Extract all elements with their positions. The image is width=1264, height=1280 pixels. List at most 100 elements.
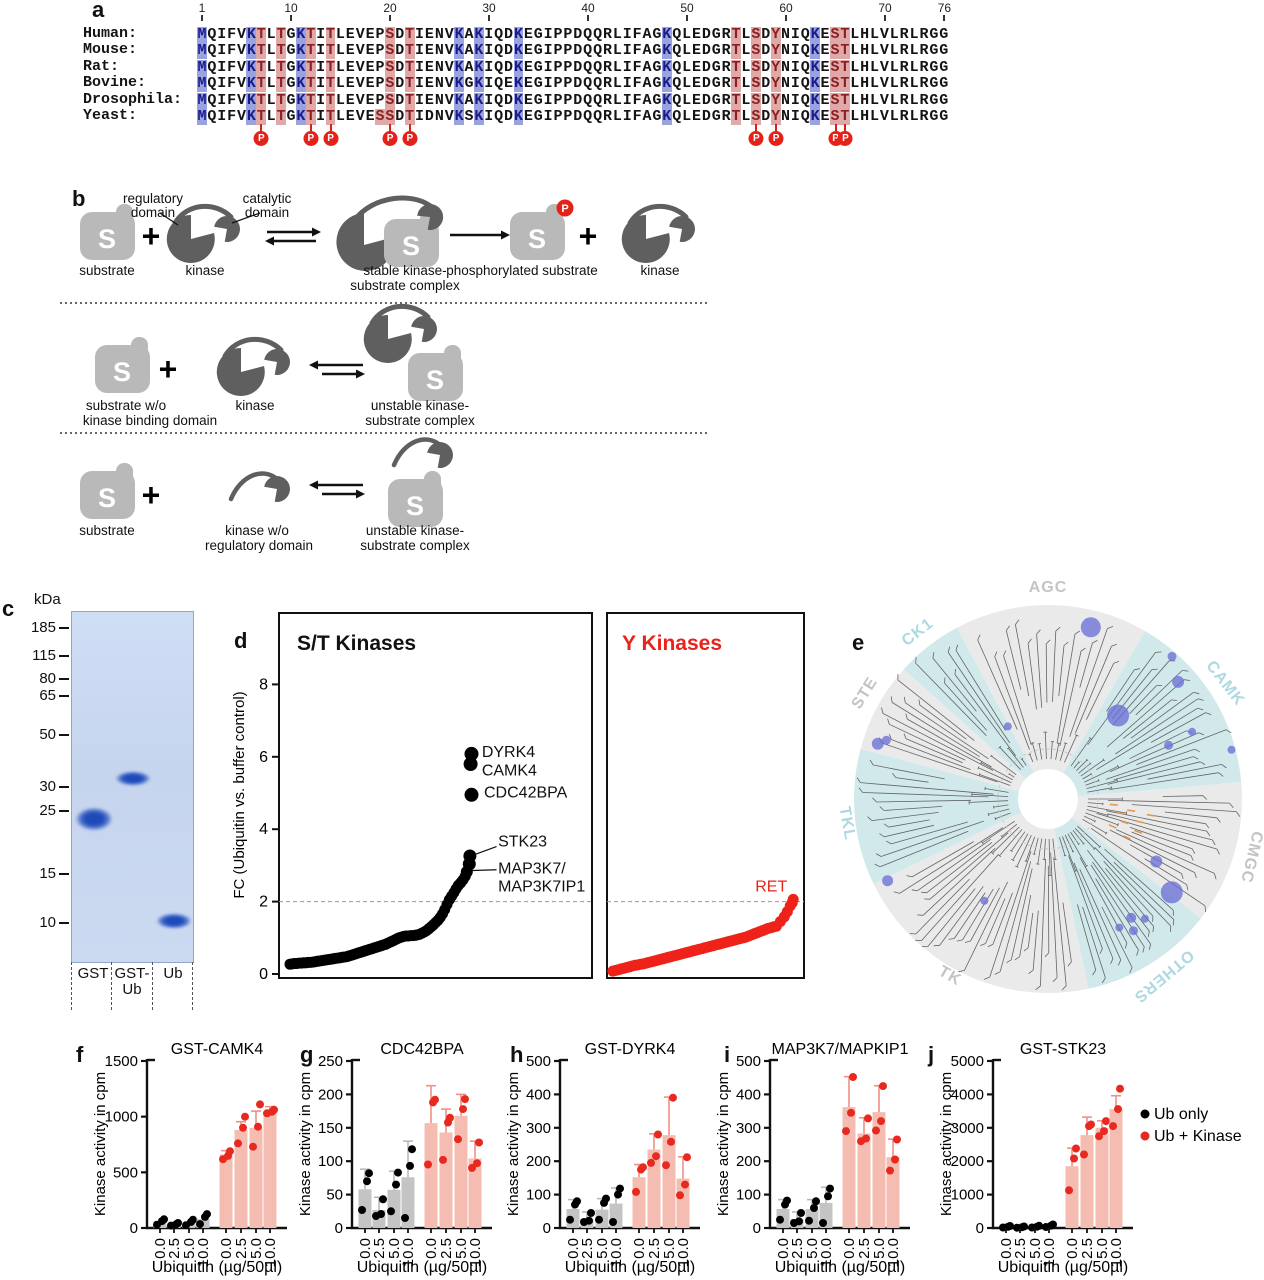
kinome-hit-dot	[1164, 740, 1174, 750]
kinase	[217, 339, 290, 396]
species-label: Drosophila:	[83, 90, 183, 108]
gel-band	[75, 807, 113, 831]
svg-text:100: 100	[736, 1187, 761, 1204]
kinome-hit-dot	[1129, 926, 1138, 936]
data-dot	[886, 1166, 894, 1175]
schematic-label: unstable kinase-	[370, 398, 470, 413]
svg-text:Ubiquitin (µg/50µl): Ubiquitin (µg/50µl)	[998, 1259, 1129, 1276]
bar	[1109, 1109, 1123, 1228]
data-dot	[864, 1114, 872, 1123]
ruler-tick	[488, 15, 491, 21]
svg-text:5.0: 5.0	[661, 1238, 678, 1259]
ladder-weight: 25	[39, 802, 56, 819]
schematic-label: regulatory	[122, 191, 184, 206]
svg-text:2.5: 2.5	[856, 1238, 873, 1259]
sequence-row: MQIFVKTLTGKTITLEVEPSDTIENVKAKIQDKEGIPPDQ…	[197, 26, 949, 43]
data-dot	[401, 1214, 409, 1222]
plus-sign: +	[142, 218, 161, 254]
svg-text:Ubiquitin (µg/50µl): Ubiquitin (µg/50µl)	[775, 1259, 906, 1276]
lane-separator	[152, 962, 153, 1010]
orange-tick	[1135, 820, 1144, 824]
data-dot	[1114, 1105, 1122, 1114]
ladder-weight: 15	[39, 865, 56, 882]
phospho-badge: P	[402, 131, 418, 146]
svg-text:0: 0	[543, 1220, 551, 1237]
svg-text:6: 6	[259, 749, 268, 766]
forward-arrow	[450, 230, 510, 240]
bar	[1095, 1127, 1109, 1228]
bar	[647, 1149, 661, 1228]
lane-separator	[192, 962, 193, 1010]
scatter-series-y_kinases	[607, 893, 799, 977]
svg-text:S/T Kinases: S/T Kinases	[297, 632, 416, 655]
data-dot	[363, 1177, 371, 1186]
data-dot	[1070, 1154, 1078, 1163]
svg-text:5.0: 5.0	[248, 1238, 265, 1259]
panel-letter-a: a	[92, 0, 105, 22]
schematic-label: substrate complex	[360, 538, 470, 553]
bar	[872, 1112, 886, 1228]
equilibrium-arrow	[265, 227, 321, 246]
kinome-hit-dot	[1167, 651, 1177, 661]
svg-text:0: 0	[335, 1220, 343, 1237]
data-dot	[1035, 1221, 1043, 1230]
svg-text:1500: 1500	[105, 1053, 138, 1070]
bar	[424, 1123, 438, 1228]
data-dot	[1100, 1127, 1108, 1136]
data-dot	[826, 1184, 834, 1193]
data-dot	[1095, 1132, 1103, 1141]
svg-text:10.0: 10.0	[675, 1238, 692, 1267]
ladder-weight: 10	[39, 914, 56, 931]
kinome-branches	[856, 619, 1241, 991]
svg-text:5.0: 5.0	[594, 1238, 611, 1259]
lane-separator	[111, 962, 112, 1010]
svg-text:MAP3K7/: MAP3K7/	[498, 860, 566, 877]
kinome-hit-dot	[1172, 675, 1185, 688]
orange-tick	[1146, 813, 1155, 817]
data-dot	[160, 1215, 168, 1224]
svg-text:8: 8	[259, 676, 268, 693]
svg-text:0.0: 0.0	[218, 1238, 235, 1259]
ruler-number: 40	[581, 1, 595, 15]
orange-tick	[1108, 824, 1117, 829]
data-dot	[587, 1209, 595, 1217]
ruler-number: 30	[482, 1, 496, 15]
data-dot	[174, 1219, 182, 1227]
data-dot	[365, 1169, 373, 1178]
data-dot	[358, 1206, 366, 1214]
ruler-tick	[686, 15, 689, 21]
schematic-label: domain	[244, 205, 290, 220]
data-dot	[454, 1135, 462, 1144]
ladder-tick	[59, 786, 69, 789]
svg-text:1000: 1000	[105, 1109, 138, 1126]
phospho-badge: P	[323, 131, 339, 146]
unstable-complex	[364, 306, 463, 401]
schematic-label: stable kinase-	[363, 263, 447, 278]
panel-letter-d: d	[234, 628, 248, 653]
data-dot	[203, 1210, 211, 1219]
bar	[234, 1130, 248, 1228]
legend-dot	[1140, 1131, 1150, 1141]
orange-tick	[1123, 835, 1132, 841]
panel-letter-c: c	[2, 596, 15, 621]
ruler-tick	[200, 15, 203, 21]
data-dot	[652, 1152, 660, 1161]
data-dot	[795, 1217, 803, 1226]
gel-image	[71, 611, 194, 963]
data-dot	[585, 1216, 593, 1225]
svg-text:GST-CAMK4: GST-CAMK4	[171, 1041, 264, 1058]
svg-text:10.0: 10.0	[608, 1238, 625, 1267]
data-dot	[797, 1209, 805, 1217]
svg-text:4: 4	[259, 821, 268, 838]
orange-tick	[1127, 809, 1136, 812]
svg-text:5.0: 5.0	[1094, 1238, 1111, 1259]
substrate	[80, 463, 135, 519]
svg-text:DYRK4: DYRK4	[482, 744, 535, 761]
svg-text:4000: 4000	[951, 1086, 984, 1103]
